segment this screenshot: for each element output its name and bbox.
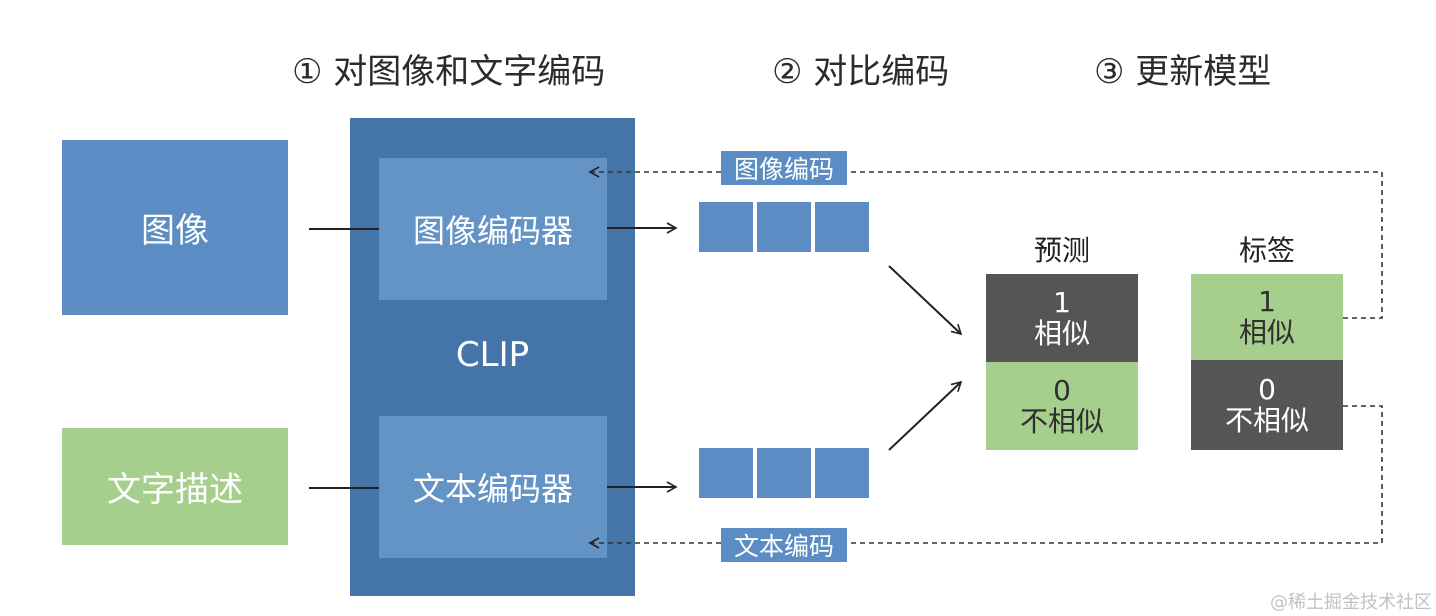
label-dissimilar-text: 不相似 — [1224, 404, 1309, 437]
text-vector-to-prediction-arrow — [888, 380, 963, 451]
text-encoder-box: 文本编码器 — [379, 416, 607, 558]
text-input-box: 文字描述 — [62, 428, 288, 545]
label-similar-cell: 1 相似 — [1191, 274, 1343, 360]
text-feedback-dashed-line — [588, 405, 1383, 549]
image-vector-to-prediction-arrow — [888, 265, 963, 336]
prediction-similar-cell: 1 相似 — [986, 274, 1138, 362]
image-embedding-vector — [697, 200, 871, 254]
step-3-title: ③ 更新模型 — [1094, 52, 1272, 92]
prediction-dissimilar-text: 不相似 — [1019, 405, 1104, 438]
prediction-similar-text: 相似 — [1033, 317, 1090, 350]
embedding-cell — [813, 446, 871, 500]
label-dissimilar-value: 0 — [1258, 372, 1276, 406]
clip-label: CLIP — [455, 335, 530, 375]
embedding-cell — [755, 200, 813, 254]
label-dissimilar-cell: 0 不相似 — [1191, 360, 1343, 450]
prediction-title: 预测 — [1033, 234, 1090, 267]
step-1-title: ① 对图像和文字编码 — [292, 52, 606, 92]
embedding-cell — [813, 200, 871, 254]
label-similar-value: 1 — [1258, 284, 1276, 318]
image-input-box: 图像 — [62, 140, 288, 315]
image-feedback-dashed-line — [588, 166, 1383, 319]
text-embedding-vector — [697, 446, 871, 500]
image-encoder-box: 图像编码器 — [379, 158, 607, 300]
prediction-dissimilar-cell: 0 不相似 — [986, 362, 1138, 450]
embedding-cell — [697, 446, 755, 500]
text-encoding-tag: 文本编码 — [721, 528, 847, 562]
label-similar-text: 相似 — [1238, 316, 1295, 349]
embedding-cell — [697, 200, 755, 254]
embedding-cell — [755, 446, 813, 500]
label-title: 标签 — [1238, 234, 1295, 267]
prediction-similar-value: 1 — [1053, 285, 1071, 319]
image-encoding-tag: 图像编码 — [721, 151, 847, 185]
step-2-title: ② 对比编码 — [772, 52, 950, 92]
watermark: @稀土掘金技术社区 — [1270, 592, 1432, 613]
prediction-dissimilar-value: 0 — [1053, 373, 1071, 407]
